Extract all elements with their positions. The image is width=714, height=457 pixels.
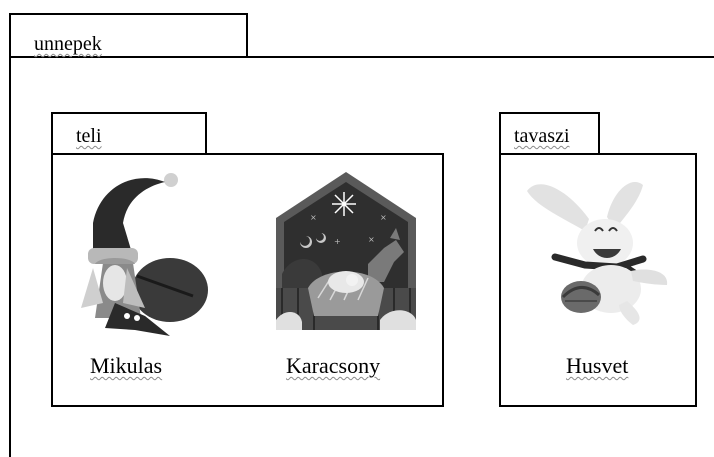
package-label-unnepek: unnepek bbox=[34, 33, 102, 55]
element-husvet: Husvet bbox=[566, 353, 629, 378]
package-body-unnepek bbox=[9, 56, 714, 457]
easter-bunny-icon bbox=[527, 181, 668, 325]
package-tab-unnepek bbox=[9, 13, 248, 58]
package-label-teli: teli bbox=[76, 125, 102, 147]
svg-text:×: × bbox=[380, 213, 387, 222]
package-label-tavaszi: tavaszi bbox=[514, 125, 570, 147]
package-tab-tavaszi bbox=[499, 112, 600, 155]
element-mikulas: Mikulas bbox=[90, 353, 163, 378]
svg-text:×: × bbox=[368, 235, 375, 244]
package-tab-teli bbox=[51, 112, 207, 155]
nativity-scene-icon: × × × + bbox=[276, 172, 416, 330]
santa-claus-icon bbox=[81, 173, 208, 336]
element-karacsony: Karacsony bbox=[286, 353, 381, 378]
svg-text:×: × bbox=[310, 213, 317, 222]
svg-text:+: + bbox=[334, 237, 341, 246]
